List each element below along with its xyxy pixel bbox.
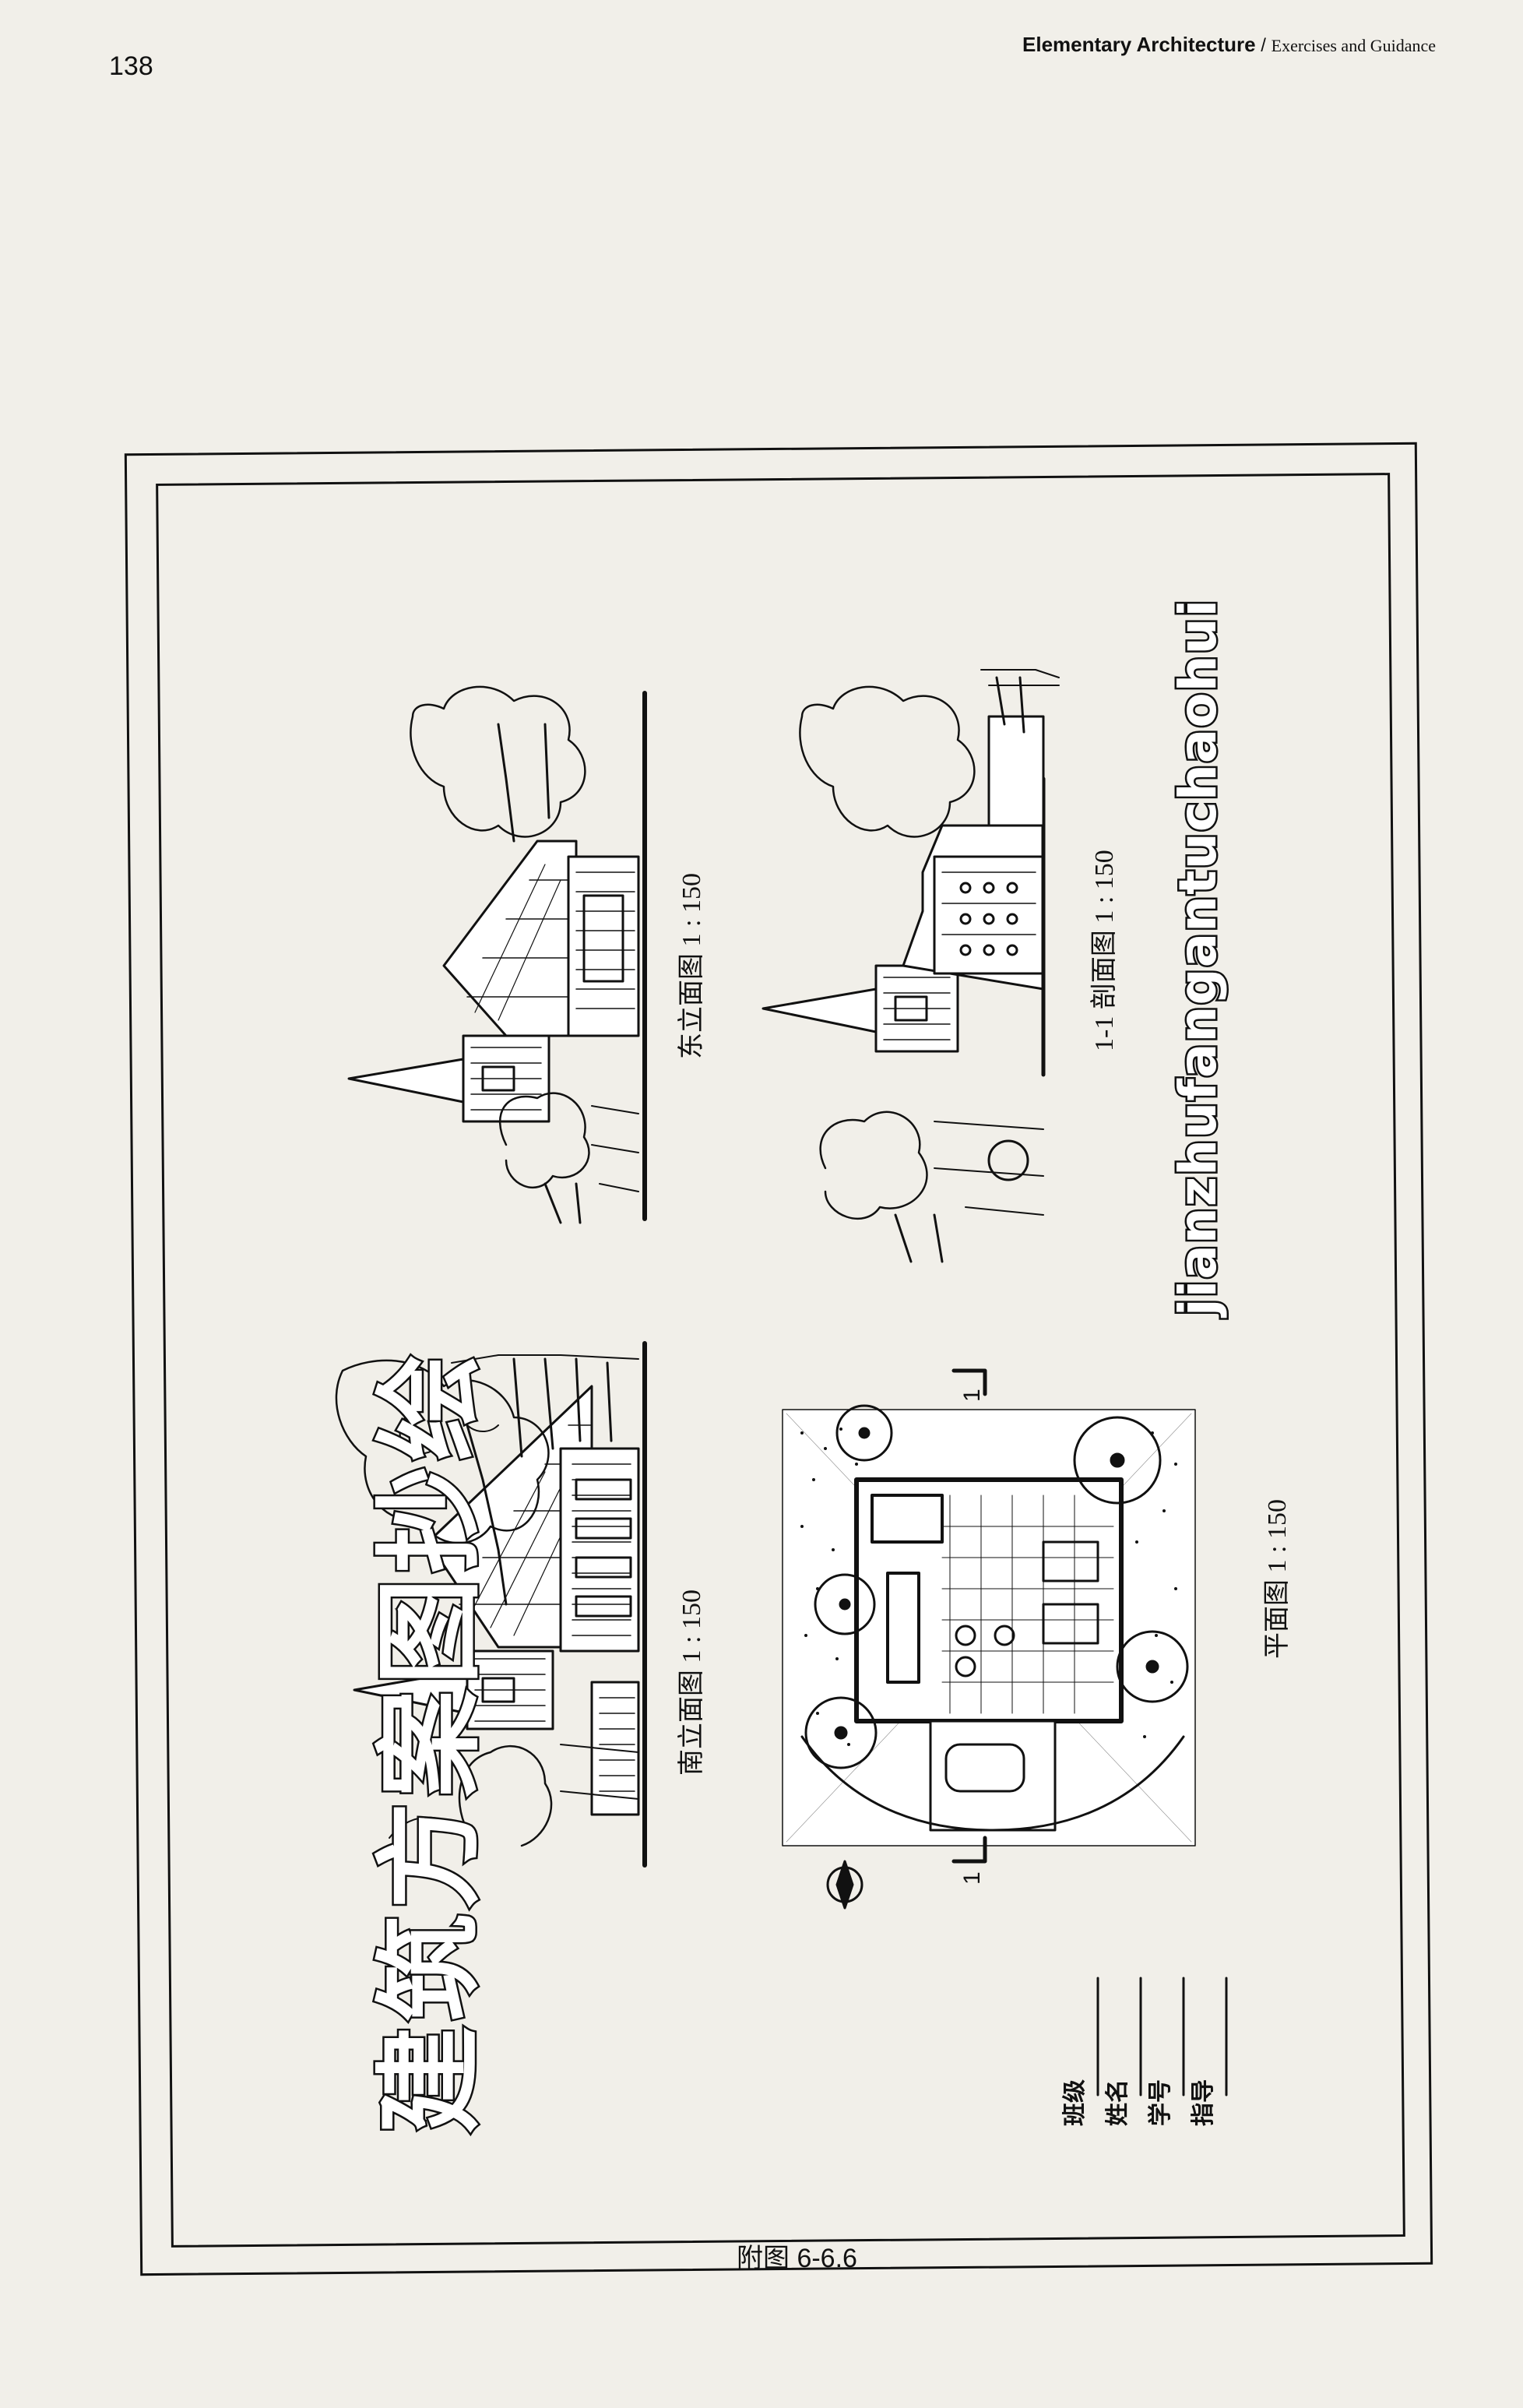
east-elevation-label: 东立面图 1 : 150	[677, 873, 706, 1059]
field-advisor-label: 指导	[1190, 2079, 1217, 2126]
floor-plan-label: 平面图 1 : 150	[1263, 1499, 1292, 1659]
main-title: 建筑方案图抄绘	[366, 1347, 495, 2135]
field-student-id-label: 学号	[1147, 2079, 1174, 2126]
title-separator: /	[1261, 35, 1266, 56]
field-class-label: 班级	[1061, 2079, 1089, 2126]
pinyin-title: jianzhufangantuchaohui	[1166, 597, 1230, 1318]
book-subtitle: Exercises and Guidance	[1271, 36, 1436, 55]
section-label: 1-1 剖面图 1 : 150	[1090, 850, 1119, 1051]
page-number: 138	[109, 51, 153, 81]
running-head: Elementary Architecture / Exercises and …	[1022, 33, 1436, 57]
book-title: Elementary Architecture	[1022, 33, 1256, 56]
south-elevation-label: 南立面图 1 : 150	[677, 1589, 706, 1776]
figure-caption: 附图 6-6.6	[737, 2244, 857, 2273]
section-mark-bottom: 1	[959, 1871, 985, 1885]
field-name-label: 姓名	[1104, 2079, 1131, 2126]
section-mark-top: 1	[959, 1389, 985, 1402]
